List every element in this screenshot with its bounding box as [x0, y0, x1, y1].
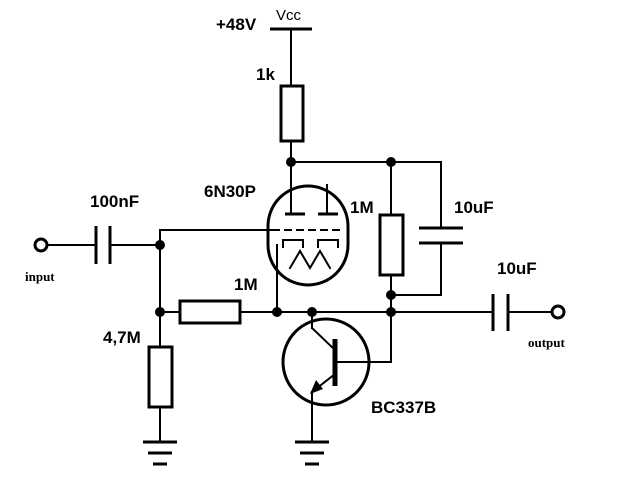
label-supply-voltage: +48V: [216, 15, 257, 34]
junction-cathode: [272, 307, 282, 317]
label-input-cap: 100nF: [90, 192, 139, 211]
ground-left: [143, 440, 177, 466]
label-grid-resistor: 1M: [350, 198, 374, 217]
label-feedback-resistor: 1M: [234, 275, 258, 294]
resistor-1m-vertical: [378, 213, 405, 277]
output-terminal: [550, 304, 566, 320]
input-terminal: [33, 237, 49, 253]
label-transistor: BC337B: [371, 398, 436, 417]
transistor-bc337b: [281, 311, 392, 442]
resistor-4m7: [147, 345, 174, 409]
label-input: input: [25, 269, 55, 284]
junction-mid-right: [386, 290, 396, 300]
tube-6n30p: [266, 161, 350, 287]
junction-output: [386, 307, 396, 317]
label-output: output: [528, 335, 566, 350]
label-bypass-cap: 10uF: [454, 198, 494, 217]
ground-right: [295, 440, 329, 466]
label-output-cap: 10uF: [497, 259, 537, 278]
label-tube: 6N30P: [204, 182, 256, 201]
resistor-1m-horizontal: [178, 299, 242, 325]
label-vcc: Vcc: [276, 7, 302, 24]
label-bias-resistor: 4,7M: [103, 328, 141, 347]
resistor-1k: [279, 84, 305, 143]
label-r1k: 1k: [256, 65, 275, 84]
